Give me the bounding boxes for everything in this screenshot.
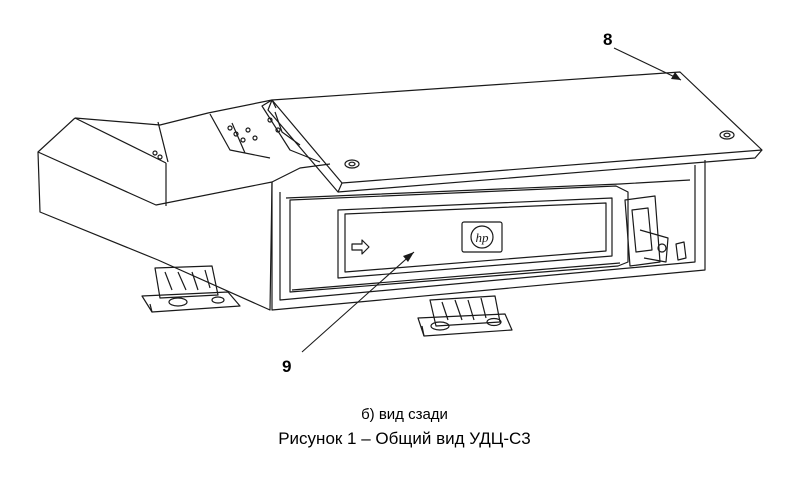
hinged-lid <box>261 71 763 193</box>
leader-line-8 <box>613 47 682 81</box>
view-caption: б) вид сзади <box>361 406 448 423</box>
callout-label-9: 9 <box>282 357 291 376</box>
arrowhead-9 <box>403 252 414 262</box>
connector-area <box>624 195 687 267</box>
mounting-bracket-left <box>141 265 241 313</box>
mounting-bracket-center <box>417 295 513 337</box>
callout-label-8: 8 <box>603 30 612 49</box>
inner-panel <box>289 185 629 293</box>
arrowhead-8 <box>671 72 681 80</box>
housing-rear-section <box>37 99 277 311</box>
figure-caption: Рисунок 1 – Общий вид УДЦ-С3 <box>278 429 531 448</box>
hp-logo-text: hp <box>476 230 490 245</box>
hp-logo-badge: hp <box>461 221 503 253</box>
device-drawing: hp <box>37 30 763 376</box>
leader-line-9 <box>301 251 415 353</box>
housing-front-frame <box>271 160 706 311</box>
screw-set <box>152 125 258 160</box>
